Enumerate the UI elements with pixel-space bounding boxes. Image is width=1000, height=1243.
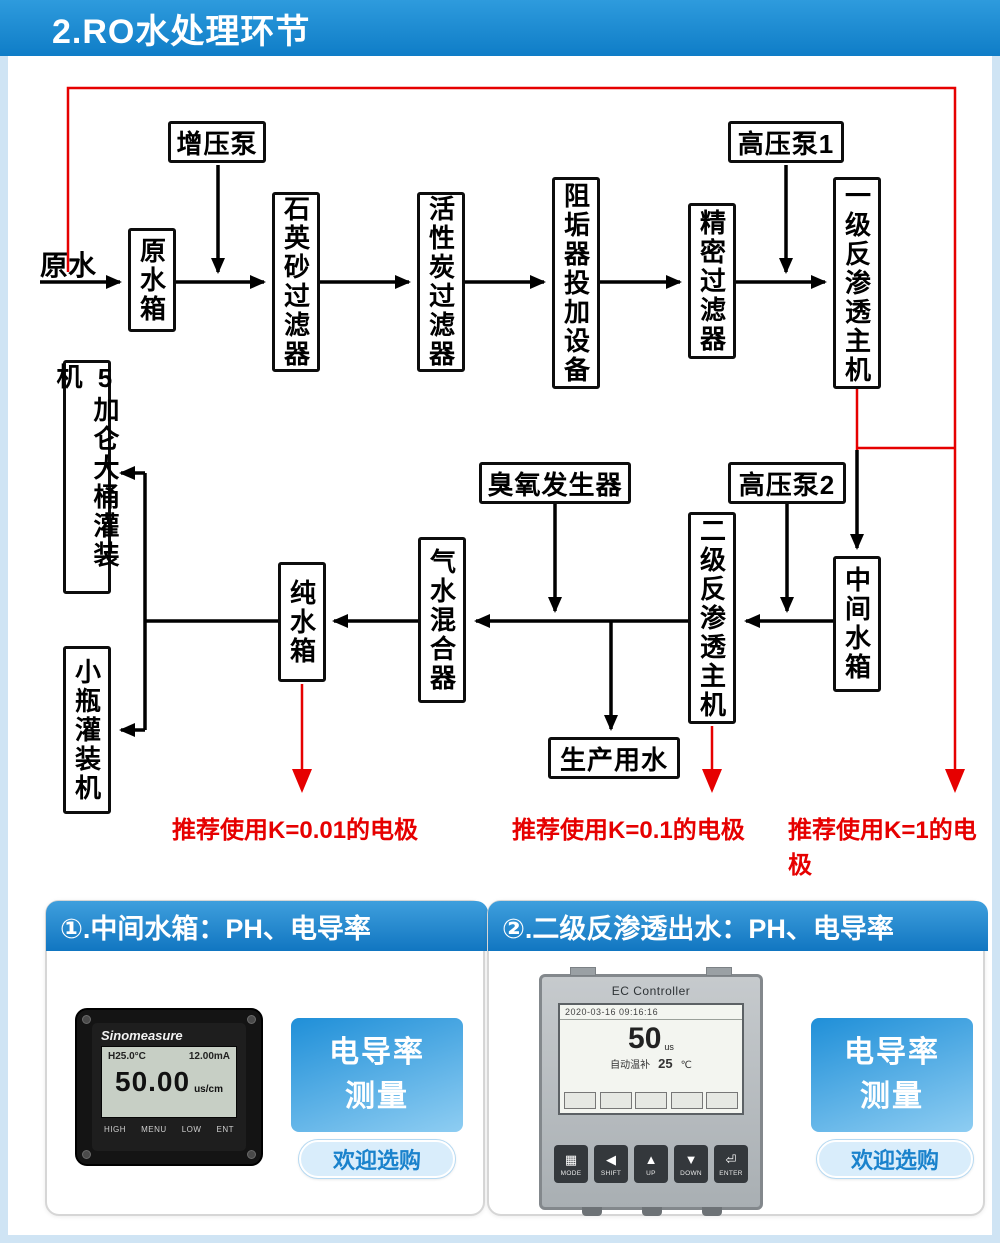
node-booster-pump: 增压泵: [168, 121, 266, 163]
node-5gallon-filling-machine: 5加仑大桶灌装机: [53, 360, 120, 594]
down-button: ▼ DOWN: [674, 1145, 708, 1183]
node-pure-water-tank: 纯水箱: [278, 562, 326, 682]
softkey-button: [564, 1092, 596, 1109]
node-gas-water-mixer: 气水混合器: [418, 537, 466, 703]
meter-faceplate: Sinomeasure H25.0°C 12.00mA 50.00 us/cm …: [92, 1023, 246, 1151]
node-activated-carbon-filter: 活性炭过滤器: [417, 192, 465, 372]
enter-icon: ⏎: [725, 1151, 737, 1167]
panel-intermediate-tank: ①.中间水箱：PH、电导率 Sinomeasure H25.0°C 12.00m…: [45, 900, 488, 1216]
softkey-button: [670, 1092, 703, 1109]
panel1-header: ①.中间水箱：PH、电导率: [46, 901, 488, 951]
screw-icon: [82, 1150, 91, 1159]
measure-callout: 电导率 测量: [291, 1018, 463, 1132]
controller-button-row: ▦ MODE ◀ SHIFT ▲ UP ▼ DOWN ⏎ ENTER: [554, 1145, 748, 1183]
cable-gland: [582, 1207, 602, 1216]
softkey-button: [599, 1092, 632, 1109]
measure-line1: 电导率: [329, 1036, 425, 1069]
lcd-current-output: 12.00mA: [188, 1051, 230, 1062]
node-quartz-sand-filter: 石英砂过滤器: [272, 192, 320, 372]
screw-icon: [247, 1150, 256, 1159]
node-ro-stage1: 一级反渗透主机: [833, 177, 881, 389]
mounting-tab: [706, 967, 732, 976]
section-header: 2.RO水处理环节: [0, 0, 1000, 56]
key-high: HIGH: [104, 1125, 126, 1134]
label-raw-water: 原水: [40, 250, 97, 281]
mounting-tab: [570, 967, 596, 976]
black-flow-lines: [40, 165, 864, 737]
controller-screen: 2020-03-16 09:16:16 50 us 自动温补 25 ℃: [558, 1003, 744, 1115]
welcome-purchase-button[interactable]: 欢迎选购: [817, 1140, 973, 1178]
screw-icon: [82, 1015, 91, 1024]
node-ozone-generator: 臭氧发生器: [479, 462, 631, 504]
node-intermediate-water-tank: 中间水箱: [833, 556, 881, 692]
lcd-temperature: H25.0°C: [108, 1051, 146, 1062]
note-electrode-k1: 推荐使用K=1的电极: [788, 817, 977, 879]
screen-temp-value: 25: [658, 1056, 673, 1071]
note-electrode-k01: 推荐使用K=0.1的电极: [512, 817, 745, 844]
down-arrow-icon: ▼: [684, 1151, 698, 1167]
panel2-title: ②.二级反渗透出水：PH、电导率: [502, 913, 894, 944]
shift-icon: ◀: [606, 1151, 616, 1167]
conductivity-meter-photo: Sinomeasure H25.0°C 12.00mA 50.00 us/cm …: [75, 1008, 263, 1166]
screen-datetime: 2020-03-16 09:16:16: [560, 1005, 742, 1020]
measure-line2: 测量: [345, 1080, 409, 1113]
key-menu: MENU: [141, 1125, 167, 1134]
panel2-header: ②.二级反渗透出水：PH、电导率: [488, 901, 988, 951]
key-low: LOW: [181, 1125, 202, 1134]
meter-brand: Sinomeasure: [101, 1028, 183, 1043]
softkey-row: [564, 1092, 738, 1109]
lcd-conductivity-value: 50.00: [115, 1066, 191, 1097]
key-ent: ENT: [216, 1125, 234, 1134]
enter-button: ⏎ ENTER: [714, 1145, 748, 1183]
cable-gland: [642, 1207, 662, 1216]
screw-icon: [247, 1015, 256, 1024]
measure-line1: 电导率: [844, 1036, 940, 1069]
node-precision-filter: 精密过滤器: [688, 203, 736, 359]
softkey-button: [635, 1092, 667, 1109]
cable-gland: [702, 1207, 722, 1216]
controller-title: EC Controller: [611, 984, 691, 998]
up-button: ▲ UP: [634, 1145, 668, 1183]
node-high-pressure-pump-2: 高压泵2: [728, 462, 846, 504]
meter-key-labels: HIGH MENU LOW ENT: [104, 1125, 234, 1134]
mode-icon: ▦: [564, 1151, 578, 1167]
lcd-unit: us/cm: [194, 1084, 223, 1095]
page-title: 2.RO水处理环节: [52, 12, 311, 51]
note-electrode-k001: 推荐使用K=0.01的电极: [172, 817, 419, 844]
mode-button: ▦ MODE: [554, 1145, 588, 1183]
node-ro-stage2: 二级反渗透主机: [688, 512, 736, 724]
meter-lcd: H25.0°C 12.00mA 50.00 us/cm: [101, 1046, 237, 1118]
screen-unit: us: [664, 1042, 674, 1052]
up-arrow-icon: ▲: [644, 1151, 658, 1167]
node-antiscalant-dosing: 阻垢器投加设备: [552, 177, 600, 389]
screen-temp-mode: 自动温补: [610, 1060, 651, 1071]
panel1-title: ①.中间水箱：PH、电导率: [60, 913, 371, 944]
welcome-purchase-button[interactable]: 欢迎选购: [299, 1140, 455, 1178]
measure-callout: 电导率 测量: [811, 1018, 973, 1132]
node-production-water: 生产用水: [548, 737, 680, 779]
softkey-button: [706, 1092, 738, 1109]
node-high-pressure-pump-1: 高压泵1: [728, 121, 844, 163]
red-sample-lines: [66, 86, 965, 793]
screen-temp-unit: ℃: [680, 1060, 692, 1071]
node-raw-water-tank: 原水箱: [128, 228, 176, 332]
screen-conductivity-value: 50: [628, 1022, 662, 1055]
node-small-bottle-filling-machine: 小瓶灌装机: [63, 646, 111, 814]
panel-ro-stage2-outlet: ②.二级反渗透出水：PH、电导率 EC Controller 2020-03-1…: [487, 900, 988, 1216]
ec-controller-photo: EC Controller 2020-03-16 09:16:16 50 us …: [539, 967, 763, 1216]
shift-button: ◀ SHIFT: [594, 1145, 628, 1183]
measure-line2: 测量: [860, 1080, 924, 1113]
